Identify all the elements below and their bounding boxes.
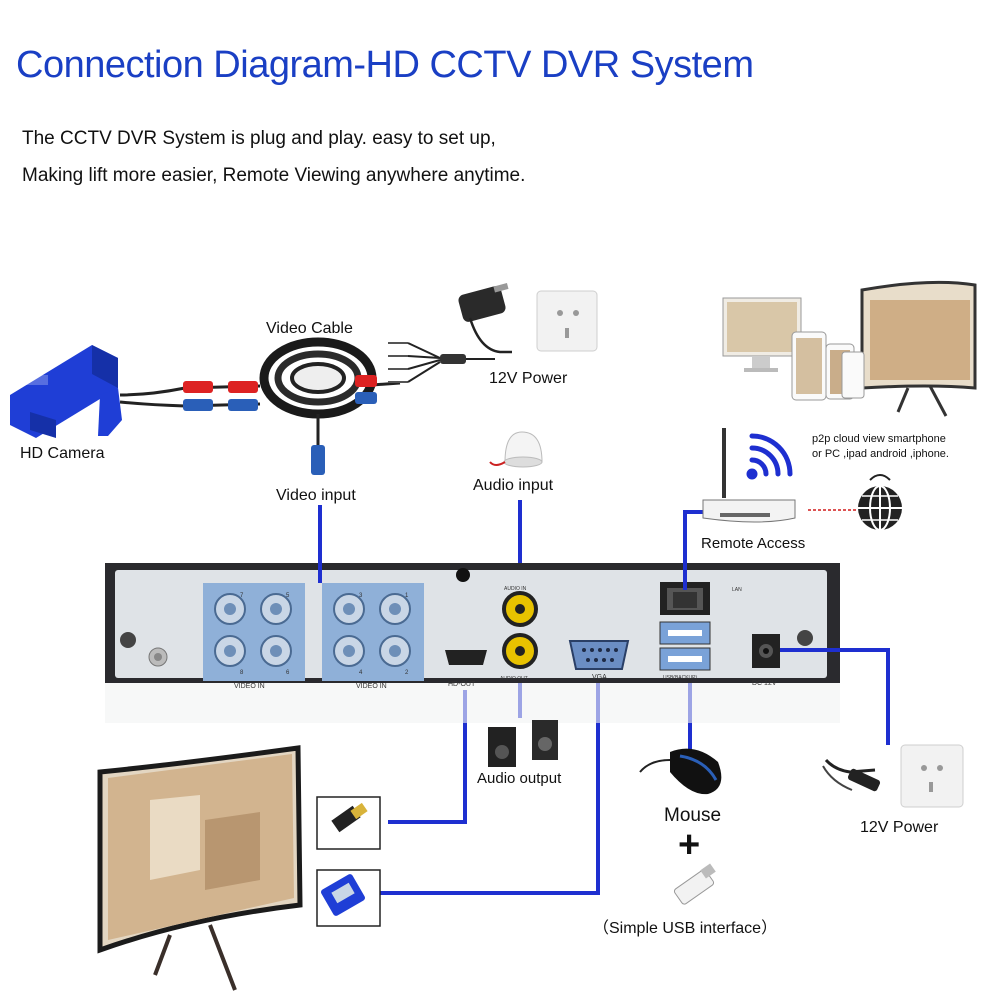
router-icon [702,428,796,523]
plus-sign: + [678,824,701,866]
hdmi-cable-icon [316,796,381,850]
ch-label: 4 [359,670,363,676]
p2p-label-line-1: p2p cloud view smartphone [812,433,946,445]
video-in-right-label: VIDEO IN [356,683,387,690]
vga-line [380,668,600,895]
video-input-label: Video input [276,487,356,504]
mouse-label: Mouse [664,805,722,826]
wall-socket-right-icon [900,744,964,808]
p2p-label-line-2: or PC ,ipad android ,iphone. [812,448,949,460]
devices-icon [722,280,977,417]
audio-out-label: AUDIO OUT [500,676,528,682]
video-cable-label: Video Cable [266,320,353,337]
ch-label: 5 [286,593,290,599]
usb-label: USB(BACKUP) [663,675,698,681]
ch-label: 7 [240,593,244,599]
dc-label: DC 12V [752,680,777,687]
ch-label: 3 [359,593,363,599]
ch-label: 6 [286,670,290,676]
usb-stick-icon [673,863,716,905]
hd-out-label: HD-OUT [448,681,476,688]
description-line-2: Making lift more easier, Remote Viewing … [22,165,526,186]
usb-interface-label: （Simple USB interface） [593,920,778,937]
remote-access-label: Remote Access [701,535,806,552]
ch-label: 2 [405,670,409,676]
video-cable-icon [119,337,495,475]
microphone-icon [489,431,543,468]
power-cable-right-icon [822,758,881,792]
page-title: Connection Diagram-HD CCTV DVR System [16,44,754,86]
mouse-icon [639,748,722,795]
audio-input-label: Audio input [473,477,554,494]
power-adapter-icon [458,283,512,354]
hd-camera-icon [10,345,122,438]
ch-label: 8 [240,670,244,676]
audio-in-label: AUDIO IN [504,586,527,592]
globe-icon [858,474,902,531]
ch-label: 1 [405,593,409,599]
speakers-icon [488,720,558,767]
description-line-1: The CCTV DVR System is plug and play. ea… [22,128,496,149]
wifi-icon [746,433,793,480]
wall-socket-top-icon [536,290,598,352]
power-right-label: 12V Power [860,819,939,836]
video-in-left-label: VIDEO IN [234,683,265,690]
power-top-label: 12V Power [489,370,568,387]
hdmi-line [388,690,467,824]
audio-output-label: Audio output [477,770,562,787]
monitor-icon [97,745,303,991]
vga-label: VGA [592,674,607,681]
hd-camera-label: HD Camera [20,445,105,462]
lan-label: LAN [732,587,742,593]
dvr-rear-panel [105,563,840,723]
vga-cable-icon [316,869,381,927]
